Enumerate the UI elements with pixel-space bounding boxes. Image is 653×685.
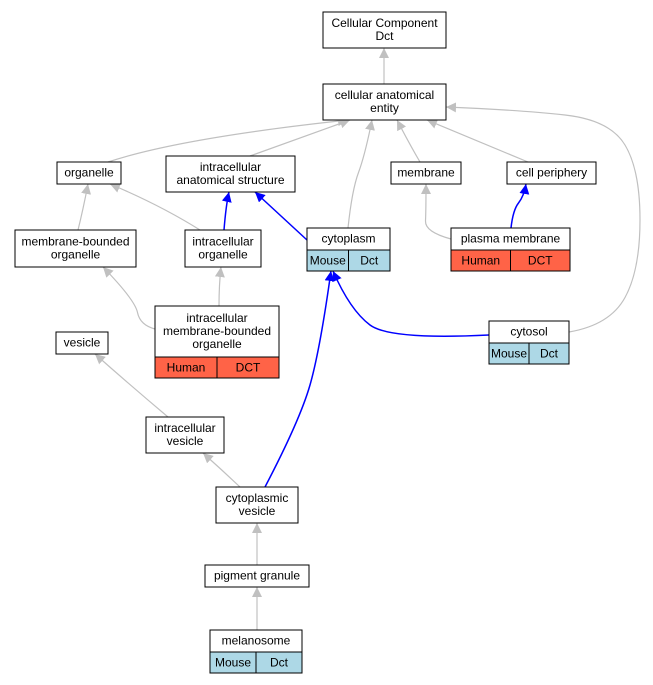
edge-intracellular-membrane-bounded-organelle-to-membrane-bounded-organelle (102, 266, 156, 330)
node-label: cellular anatomical (335, 88, 434, 102)
node-box (145, 416, 225, 454)
tag-cell-mouse (528, 342, 570, 365)
tag-cell-mouse (348, 249, 391, 272)
node-box (322, 11, 447, 49)
node-box (322, 83, 447, 121)
node-label: plasma membrane (461, 232, 561, 246)
node-box (204, 564, 310, 588)
node-membrane[interactable]: membrane (390, 161, 462, 185)
node-label: cytoplasmic (226, 491, 289, 505)
edge-plasma-membrane-to-membrane (420, 183, 452, 240)
node-label: intracellular (192, 235, 253, 249)
node-label: organelle (64, 166, 114, 180)
tag-label: Human (167, 361, 206, 375)
node-label: membrane-bounded (21, 235, 129, 249)
edge-organelle-to-cellular-anatomical-entity (107, 116, 349, 163)
node-label: organelle (51, 248, 101, 262)
edge-intracellular-anatomical-structure-to-cellular-anatomical-entity (249, 118, 351, 157)
node-label: membrane (397, 166, 455, 180)
edge-cytoplasm-to-cellular-anatomical-entity (347, 119, 375, 229)
edge-intracellular-vesicle-to-vesicle (94, 353, 169, 418)
edge-plasma-membrane-to-cell-periphery (510, 183, 530, 229)
tag-label: Human (461, 254, 500, 268)
edge-cytoplasmic-vesicle-to-intracellular-vesicle (202, 452, 241, 488)
tag-label: Mouse (491, 347, 527, 361)
node-intracellular-membrane-bounded-organelle[interactable]: intracellularmembrane-boundedorganelleHu… (154, 305, 280, 379)
node-label: cytoplasm (321, 232, 375, 246)
edge-membrane-to-cellular-anatomical-entity (396, 119, 421, 163)
node-label: melanosome (222, 634, 291, 648)
node-label: entity (370, 101, 399, 115)
edge-cell-periphery-to-cellular-anatomical-entity (426, 119, 529, 163)
node-label: organelle (192, 337, 242, 351)
node-label: vesicle (167, 434, 204, 448)
node-label: intracellular (200, 160, 261, 174)
node-box (154, 305, 280, 358)
node-label: Cellular Component (331, 16, 438, 30)
node-pigment-granule[interactable]: pigment granule (204, 564, 310, 588)
tag-cell-mouse (255, 651, 303, 674)
edge-intracellular-membrane-bounded-organelle-to-intracellular-organelle (214, 266, 225, 307)
tag-label: Dct (270, 656, 289, 670)
tag-label: Mouse (310, 254, 346, 268)
node-label: intracellular (186, 311, 247, 325)
tag-label: Mouse (215, 656, 251, 670)
node-organelle[interactable]: organelle (56, 161, 122, 185)
edge-cytosol-to-cytoplasm (332, 270, 490, 337)
node-vesicle[interactable]: vesicle (55, 331, 109, 355)
node-label: membrane-bounded (163, 324, 271, 338)
node-label: vesicle (64, 336, 101, 350)
node-label: pigment granule (214, 569, 300, 583)
edge-cytoplasmic-vesicle-to-cytoplasm (264, 270, 335, 488)
node-label: cytosol (510, 325, 547, 339)
node-label: cell periphery (516, 166, 587, 180)
node-box (506, 161, 597, 185)
tag-label: DCT (236, 361, 261, 375)
node-cell-periphery[interactable]: cell periphery (506, 161, 597, 185)
node-label: organelle (198, 248, 248, 262)
edge-cytoplasm-to-intracellular-anatomical-structure (254, 191, 308, 241)
node-box (390, 161, 462, 185)
tag-label: DCT (528, 254, 553, 268)
edges-layer (77, 48, 641, 630)
edge-membrane-bounded-organelle-to-organelle (77, 183, 92, 231)
node-box (165, 155, 296, 193)
edge-cytosol-to-cellular-anatomical-entity (445, 102, 641, 333)
node-box (56, 161, 122, 185)
node-label: anatomical structure (176, 173, 284, 187)
edge-intracellular-organelle-to-intracellular-anatomical-structure (221, 191, 232, 231)
tag-cell-human (510, 249, 571, 272)
node-label: intracellular (154, 421, 215, 435)
node-box (215, 486, 299, 524)
node-box (55, 331, 109, 355)
node-label: vesicle (239, 504, 276, 518)
node-label: Dct (376, 29, 395, 43)
edge-intracellular-organelle-to-organelle (109, 183, 201, 231)
tag-cell-human (216, 356, 280, 379)
tag-label: Dct (540, 347, 559, 361)
node-box (184, 229, 262, 268)
node-box (14, 229, 137, 268)
tag-label: Dct (360, 254, 379, 268)
